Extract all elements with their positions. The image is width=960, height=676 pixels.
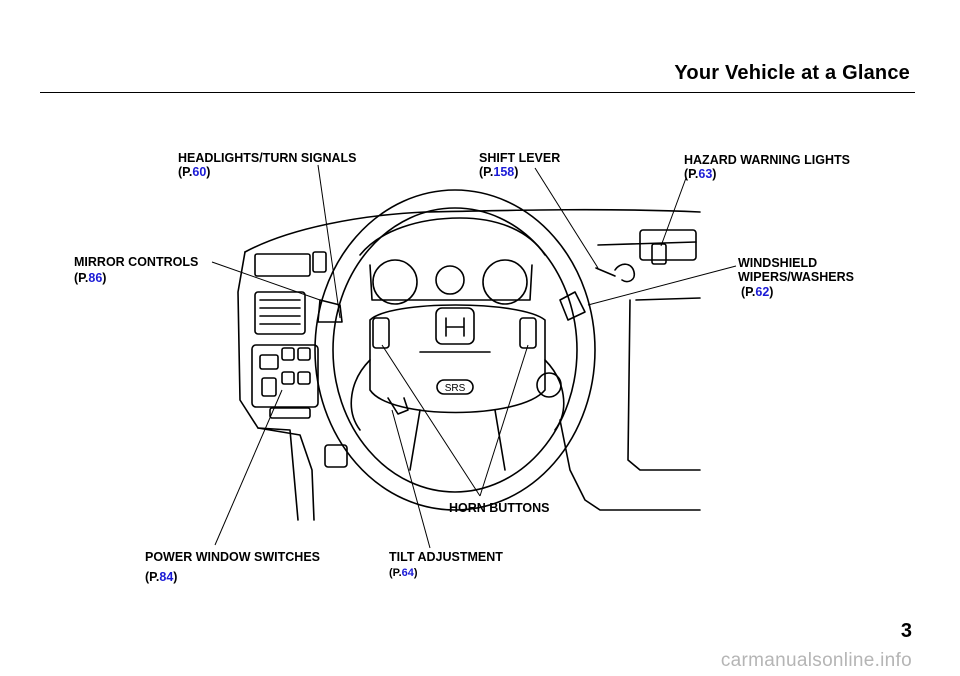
header-rule [40,92,915,93]
hazard-page-number: 63 [698,167,713,181]
headlights-label: HEADLIGHTS/TURN SIGNALS [178,151,357,165]
page-number: 3 [900,620,912,642]
srs-text: SRS [445,383,466,394]
horn-buttons-label: HORN BUTTONS [449,501,550,515]
mirror-controls-page-ref[interactable]: (P.86) [74,271,107,285]
power-window-page-ref[interactable]: (P.84) [145,570,178,584]
mirror-controls-page-number: 86 [88,271,103,285]
wipers-page-ref[interactable]: (P.62) [741,285,774,299]
headlights-page-number: 60 [192,165,207,179]
watermark: carmanualsonline.info [720,650,912,671]
page-title: Your Vehicle at a Glance [674,62,910,84]
hazard-page-ref[interactable]: (P.63) [684,167,717,181]
mirror-controls-label: MIRROR CONTROLS [74,255,199,269]
wipers-page-number: 62 [755,285,770,299]
power-window-page-number: 84 [159,570,174,584]
tilt-adjustment-page-ref[interactable]: (P.64) [389,567,418,579]
shift-lever-page-ref[interactable]: (P.158) [479,165,519,179]
tilt-adjustment-page-number: 64 [401,567,414,579]
tilt-adjustment-label: TILT ADJUSTMENT [389,550,503,564]
hazard-label: HAZARD WARNING LIGHTS [684,153,850,167]
shift-lever-label: SHIFT LEVER [479,151,561,165]
headlights-page-ref[interactable]: (P.60) [178,165,211,179]
shift-lever-page-number: 158 [493,165,515,179]
wipers-label-line2: WIPERS/WASHERS [738,270,854,284]
power-window-label: POWER WINDOW SWITCHES [145,550,320,564]
wipers-label-line1: WINDSHIELD [738,256,818,270]
